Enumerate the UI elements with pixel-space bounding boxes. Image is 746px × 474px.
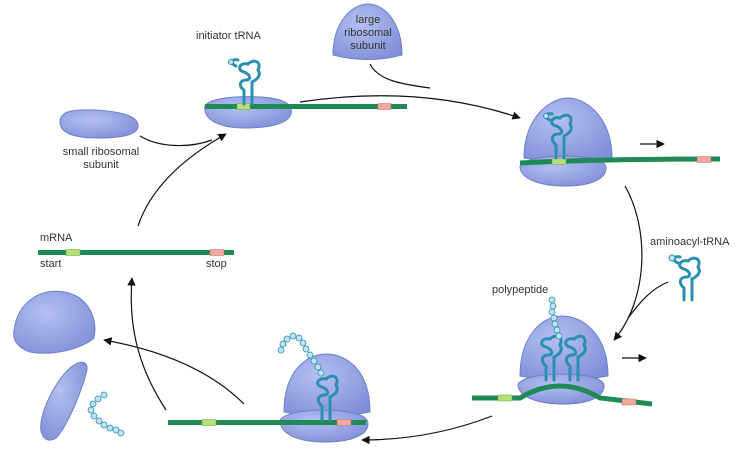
ribosome-2-trna-icons [540,334,587,382]
termination-trna-icon [316,374,339,422]
arrow-large-subunit-in [369,63,431,89]
label-aminoacyl-trna: aminoacyl-tRNA [650,236,730,248]
ribosome-1-mrna [519,156,721,166]
aminoacyl-trna-icon [668,254,701,302]
ribosome-2-stop-codon [621,398,637,406]
label-initiator-trna: initiator tRNA [196,30,261,42]
initiation-mrna [205,104,407,109]
label-small-subunit: small ribosomal subunit [52,146,150,172]
ribosome-2-mrna [472,383,653,407]
termination-ribosome [168,332,371,443]
label-small-subunit-line2: subunit [83,159,119,171]
termination-stop-codon [336,419,352,426]
termination-large-subunit [283,353,371,417]
label-small-subunit-line1: small ribosomal [62,146,140,158]
free-mrna [38,249,234,256]
arrow-small-subunit-in [139,135,213,147]
label-stop: stop [206,258,227,270]
label-start: start [40,258,62,270]
label-large-subunit-line3: subunit [350,40,386,52]
initiation-complex [204,58,407,129]
termination-mrna [168,420,366,425]
free-mrna-strand [38,250,234,255]
initiation-small-subunit [204,96,292,129]
released-small-subunit [40,361,88,441]
arrow-to-elongation [299,95,521,120]
ribosome-2-start-codon [497,394,513,402]
ribosome-1-stop-codon [696,156,712,163]
termination-polypeptide [277,332,325,377]
label-large-subunit-line1: large [355,14,381,26]
arrow-to-release [103,337,245,405]
free-mrna-start-codon [65,249,81,256]
label-polypeptide: polypeptide [492,284,549,296]
termination-start-codon [201,419,217,426]
ribosome-1-start-codon [551,158,567,165]
released-large-subunit [13,290,96,354]
initiator-trna-icon [228,58,261,106]
free-mrna-stop-codon [209,249,225,256]
arrow-to-termination [361,415,493,445]
label-large-subunit: large ribosomal subunit [334,14,402,53]
released-polypeptide [87,391,125,437]
elongation-ribosome-1 [519,97,721,187]
large-subunit-free [332,3,403,60]
small-subunit-free [59,109,139,139]
termination-small-subunit [279,409,369,443]
ribosome-2-small-subunit [517,373,605,405]
elongation-ribosome-2 [472,296,653,407]
polypeptide-chain [548,296,563,340]
arrow-to-free-mrna [127,277,167,411]
initiation-stop-codon [377,103,392,110]
arrow-to-initiation [137,133,227,227]
label-mrna: mRNA [40,232,73,244]
ribosome-1-large-subunit [523,97,613,163]
label-large-subunit-line2: ribosomal [344,27,392,39]
arrow-aminoacyl-in [627,281,669,319]
ribosome-2-large-subunit [519,315,609,381]
arrow-to-ribosome-2 [613,185,643,341]
